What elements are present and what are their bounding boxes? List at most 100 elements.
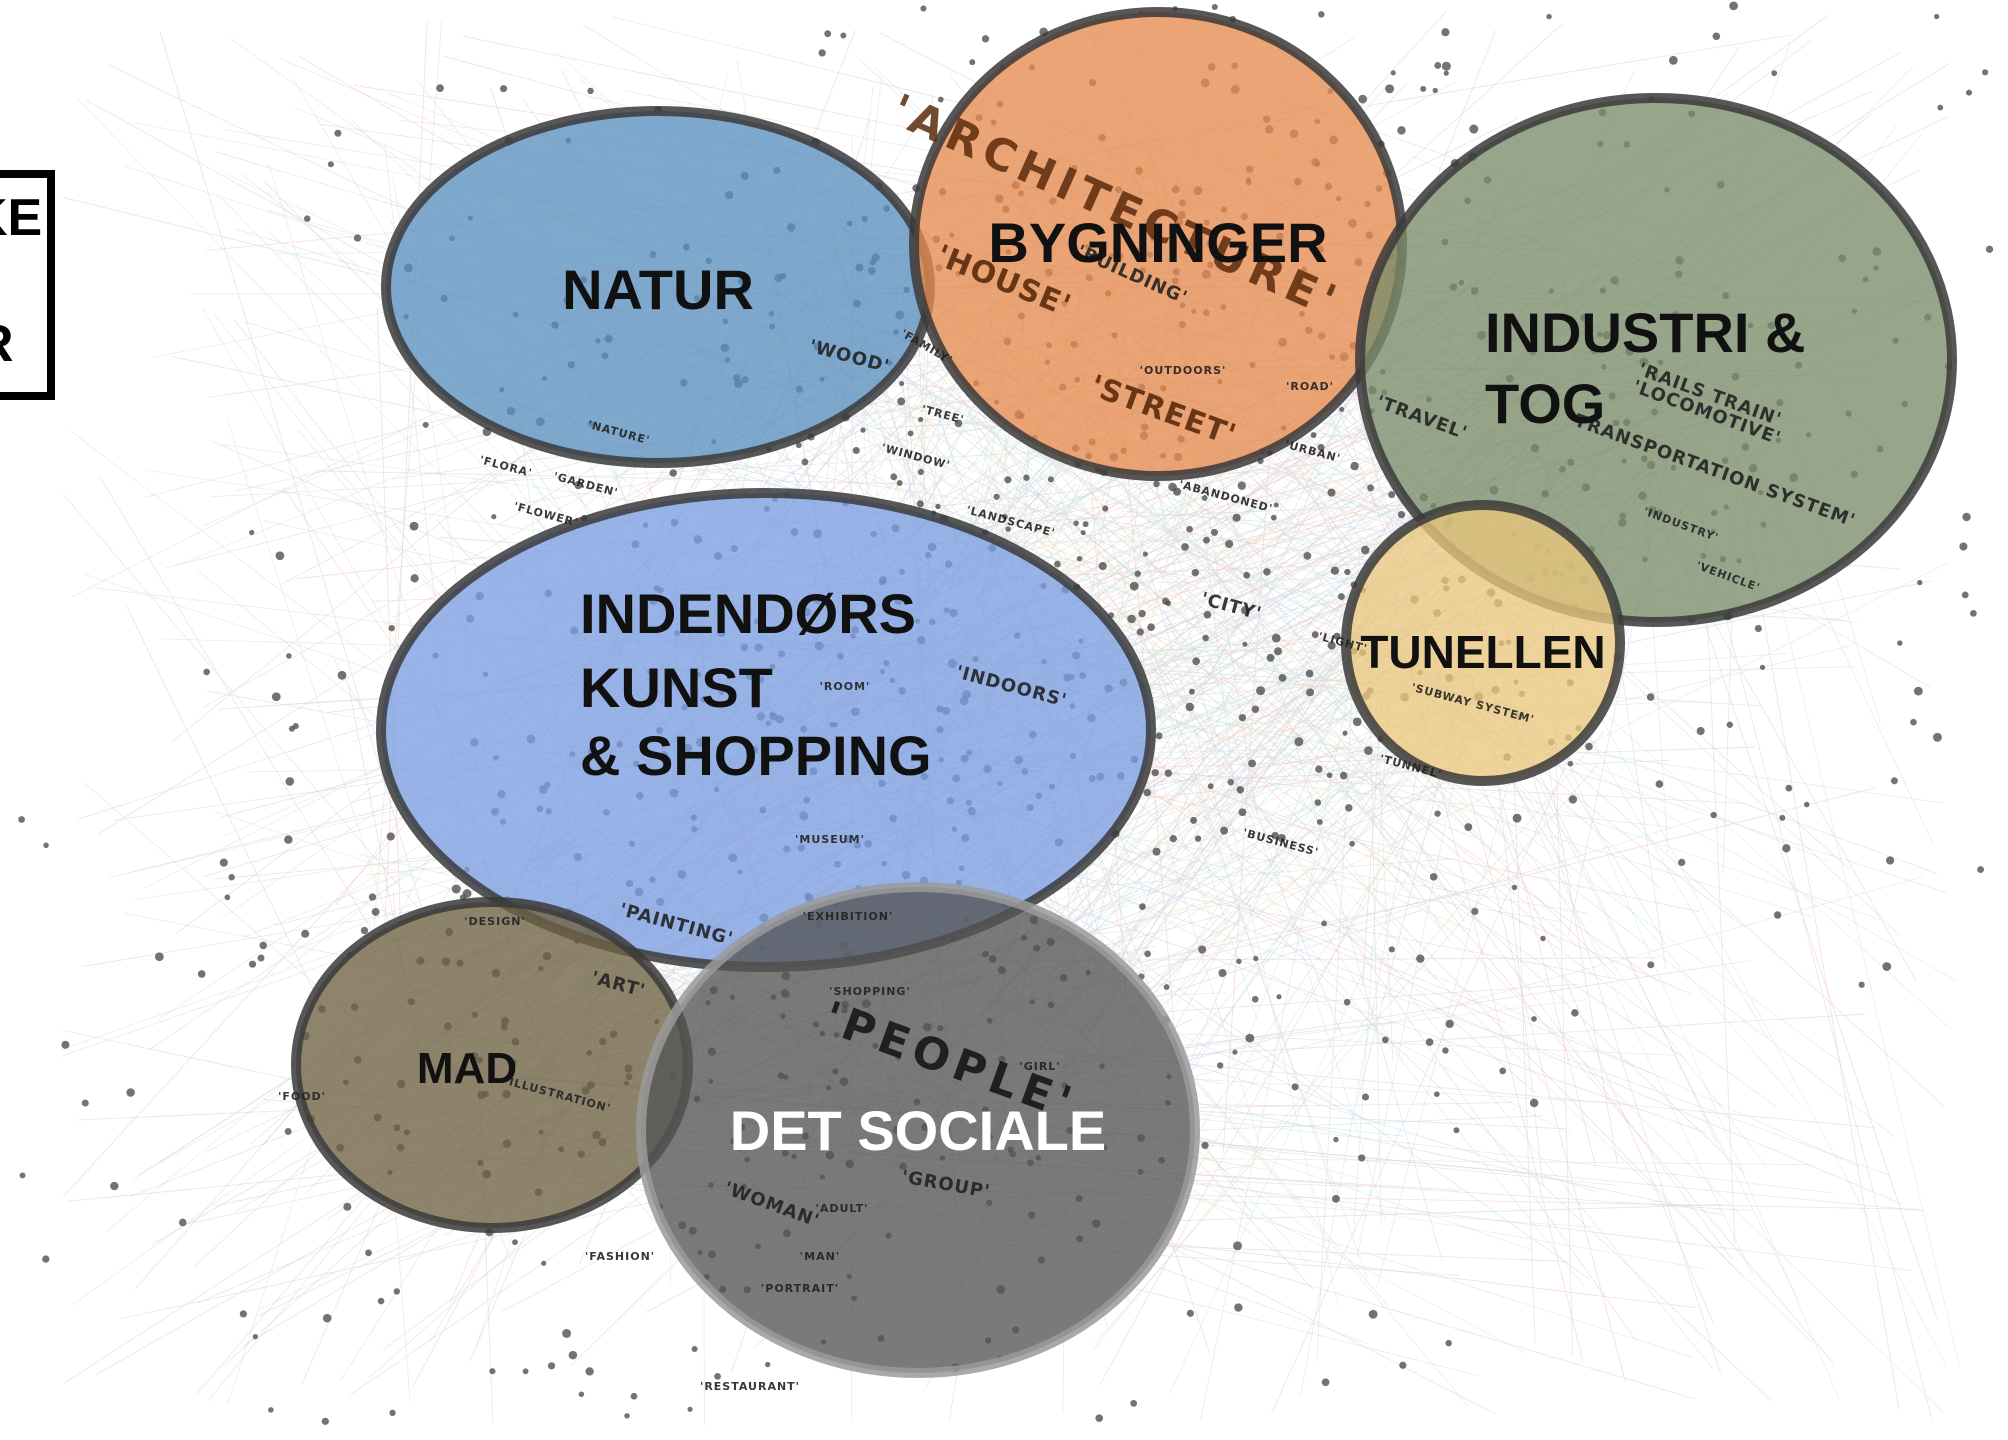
network-node	[1238, 808, 1247, 817]
network-node	[343, 1202, 352, 1211]
network-node	[1192, 657, 1200, 666]
network-node	[1779, 814, 1786, 821]
keyword-label: 'FOOD'	[278, 1090, 326, 1103]
network-node	[630, 1392, 638, 1400]
network-node	[1464, 823, 1473, 831]
network-node	[1202, 634, 1209, 642]
network-edge	[1165, 621, 1745, 1174]
network-node	[1441, 28, 1450, 37]
network-node	[377, 1297, 385, 1305]
network-node	[1913, 686, 1923, 696]
network-node	[1151, 769, 1159, 777]
network-node	[1345, 804, 1353, 812]
network-node	[1168, 482, 1177, 492]
network-node	[1266, 653, 1275, 662]
network-node	[1138, 609, 1146, 618]
network-node	[1186, 525, 1193, 533]
network-node	[42, 1255, 50, 1263]
network-node	[1385, 84, 1395, 94]
network-edge	[1548, 618, 1947, 1366]
network-node	[1339, 406, 1345, 412]
network-node	[1237, 481, 1247, 490]
network-node	[422, 421, 429, 428]
network-node	[1352, 717, 1362, 727]
network-node	[917, 416, 924, 423]
network-node	[1276, 994, 1282, 1000]
network-node	[1201, 495, 1208, 502]
network-node	[1782, 844, 1791, 853]
network-node	[1220, 826, 1229, 835]
network-node	[824, 30, 832, 38]
network-node	[301, 929, 310, 938]
network-node	[1201, 1141, 1209, 1149]
network-node	[1754, 624, 1762, 633]
network-node	[1961, 591, 1969, 599]
network-node	[1076, 555, 1083, 562]
network-node	[1937, 104, 1944, 111]
network-node	[18, 816, 25, 823]
network-node	[1531, 1016, 1537, 1022]
network-node	[935, 503, 941, 510]
network-node	[1469, 124, 1479, 134]
network-node	[1225, 539, 1234, 549]
network-node	[1982, 69, 1989, 76]
network-node	[1236, 958, 1242, 965]
network-node	[410, 574, 419, 583]
cluster-ellipses	[291, 7, 1957, 1378]
network-node	[1242, 641, 1248, 647]
network-node	[327, 161, 334, 168]
network-node	[1134, 570, 1141, 577]
cluster-industri-ellipse	[1355, 93, 1957, 627]
network-node	[1381, 1036, 1389, 1044]
network-node	[1425, 1038, 1434, 1046]
cluster-industri-title: INDUSTRI &	[1485, 301, 1805, 364]
network-node	[1095, 1414, 1104, 1423]
network-node	[1294, 737, 1304, 747]
network-node	[1342, 730, 1348, 736]
network-node	[1314, 799, 1322, 806]
network-node	[1350, 461, 1359, 471]
network-node	[1368, 1309, 1378, 1319]
network-node	[1330, 566, 1340, 575]
network-node	[1388, 491, 1396, 499]
network-node	[574, 480, 583, 490]
network-edge	[1094, 762, 1600, 1345]
network-node	[1390, 70, 1396, 76]
network-node	[981, 35, 990, 43]
network-node	[1142, 551, 1148, 557]
network-node	[334, 129, 342, 137]
network-node	[1248, 759, 1257, 768]
network-node	[1251, 705, 1260, 714]
network-node	[578, 1391, 585, 1397]
network-edge	[159, 31, 441, 971]
network-node	[1277, 833, 1286, 843]
network-node	[562, 1328, 572, 1338]
network-node	[322, 1313, 332, 1323]
legend-line-2: R	[0, 314, 14, 374]
network-node	[1270, 514, 1277, 521]
network-node	[852, 447, 860, 455]
network-node	[1445, 1339, 1452, 1347]
network-node	[1130, 1399, 1138, 1407]
keyword-label: 'SHOPPING'	[829, 985, 911, 998]
keyword-label: 'DESIGN'	[464, 915, 526, 928]
network-node	[860, 427, 866, 433]
network-node	[1253, 955, 1259, 962]
network-node	[1358, 94, 1368, 104]
network-node	[1434, 61, 1442, 69]
network-node	[388, 624, 395, 632]
network-node	[252, 1333, 258, 1340]
network-node	[1321, 920, 1327, 927]
network-node	[1005, 526, 1011, 532]
network-node	[585, 1367, 594, 1376]
network-node	[1203, 536, 1210, 544]
network-node	[1218, 968, 1227, 978]
network-node	[1152, 847, 1161, 856]
network-node	[795, 442, 802, 449]
cluster-natur-title: NATUR	[562, 258, 754, 321]
network-edge	[879, 346, 1071, 475]
network-node	[19, 1172, 26, 1179]
network-node	[1169, 835, 1177, 843]
network-node	[303, 215, 311, 222]
